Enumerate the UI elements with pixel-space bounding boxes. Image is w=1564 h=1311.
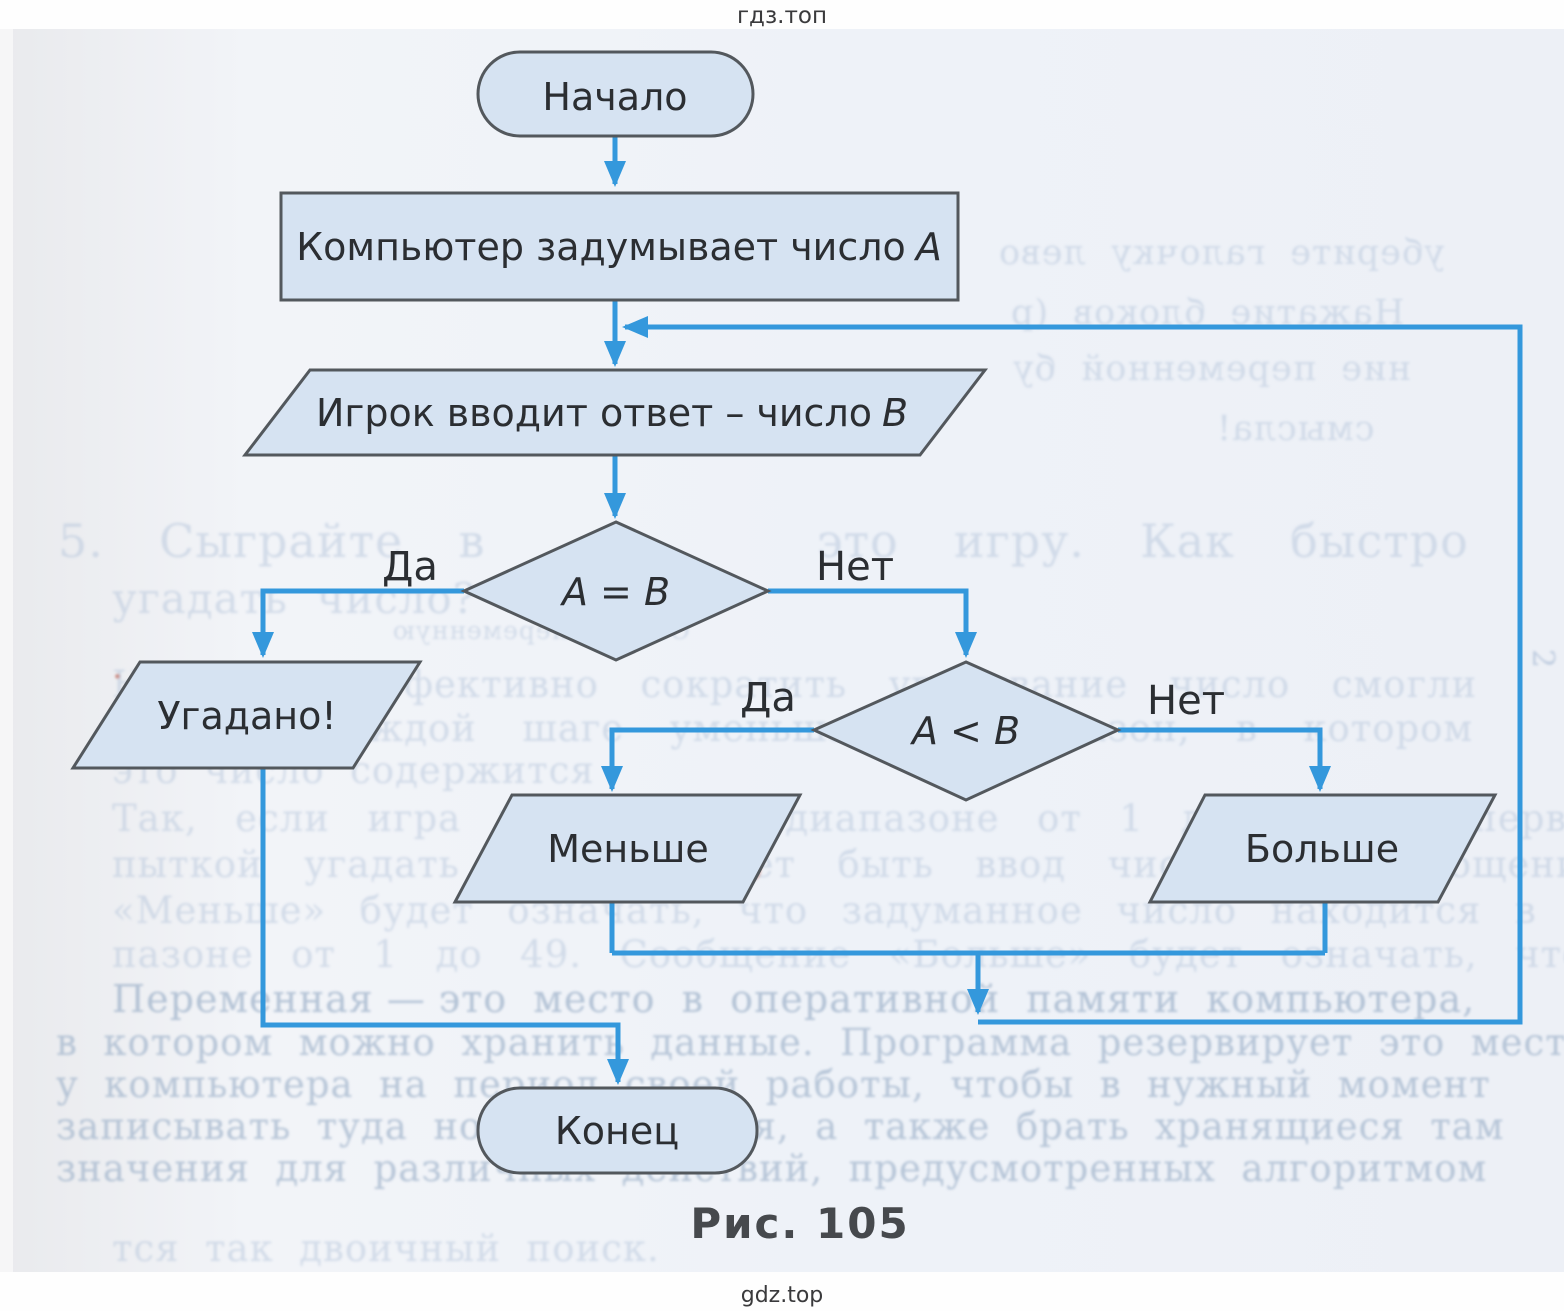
branch-label-less-no: Нет xyxy=(1147,678,1225,724)
computer-thinks-text: Компьютер задумывает число xyxy=(296,225,906,269)
node-less-output xyxy=(452,793,803,904)
connector-equal-yes-to-guessed xyxy=(252,588,464,658)
page-left-margin xyxy=(0,29,13,1272)
computer-thinks-variable: A xyxy=(913,225,942,269)
ghost-text: Переменная — это место в оперативной пам… xyxy=(112,977,1476,1021)
connector-guessed-to-end xyxy=(260,768,629,1085)
node-player-input-io xyxy=(241,368,989,457)
ghost-text: тся так двоичный поиск. xyxy=(112,1227,660,1270)
connector-less-no-to-more xyxy=(1118,727,1331,792)
more-label: Больше xyxy=(1245,827,1399,871)
start-label: Начало xyxy=(542,75,687,119)
ghost-text: в котором можно хранить данные. Программ… xyxy=(56,1021,1564,1064)
branch-label-less-yes: Да xyxy=(740,675,796,721)
compare-equal-label: A = B xyxy=(559,570,670,614)
connector-less-yes-to-less xyxy=(601,727,814,792)
ghost-text: угадать число? xyxy=(112,574,477,623)
figure-caption: Рис. 105 xyxy=(690,1199,909,1248)
player-input-variable: B xyxy=(882,391,908,435)
top-margin xyxy=(0,0,1564,29)
bottom-margin xyxy=(0,1272,1564,1311)
node-more-output xyxy=(1147,793,1498,904)
ghost-text: «Меньше» будет означать, что задуманное … xyxy=(112,889,1564,932)
less-label: Меньше xyxy=(547,827,709,871)
branch-labels: Да Нет Да Нет xyxy=(382,544,1225,724)
connector-equal-no-to-compare-less xyxy=(768,588,977,658)
end-label: Конец xyxy=(555,1109,679,1153)
watermark-bottom: gdz.top xyxy=(740,1283,824,1308)
ghost-text: · xyxy=(112,657,124,697)
node-compare-less-decision xyxy=(810,660,1122,802)
node-computer-thinks-process xyxy=(279,191,960,302)
connector-feedback-loop xyxy=(622,316,1523,1025)
guessed-label: Угадано! xyxy=(157,694,336,738)
node-guessed-output xyxy=(70,660,423,770)
ghost-text: 5. Сыграйте в это игру. Как быстро xyxy=(58,514,1469,568)
flowchart-nodes xyxy=(70,50,1498,1175)
watermark-top: гдз.топ xyxy=(736,3,828,29)
node-end-terminal xyxy=(476,1086,759,1175)
node-compare-equal-decision xyxy=(460,520,772,662)
compare-less-label: A < B xyxy=(909,709,1020,753)
player-input-text: Игрок вводит ответ – число xyxy=(316,391,872,435)
connectors xyxy=(252,136,1523,1085)
branch-label-equal-no: Нет xyxy=(816,544,894,590)
node-start-terminal xyxy=(476,50,755,138)
branch-label-equal-yes: Да xyxy=(382,544,438,590)
